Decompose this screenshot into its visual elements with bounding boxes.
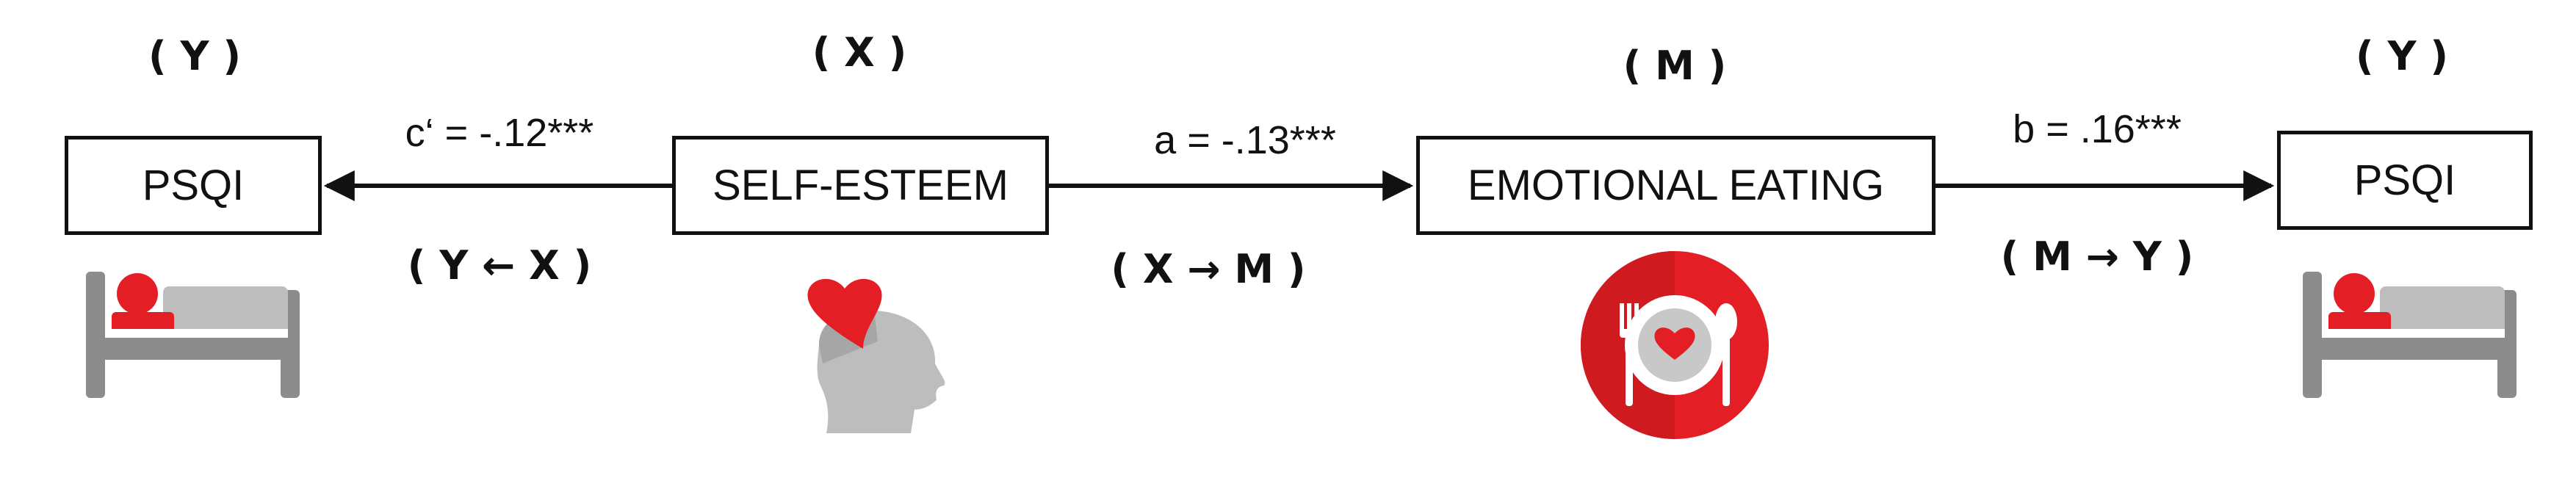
coefficient-c-prime: c‘ = -.12*** xyxy=(405,111,594,155)
node-label: PSQI xyxy=(2353,156,2456,204)
path-direction-b: ( M → Y ) xyxy=(2000,233,2194,280)
plate-heart-icon xyxy=(1581,251,1769,439)
path-direction-c-prime: ( Y ← X ) xyxy=(407,242,592,289)
bed-icon xyxy=(2303,272,2517,398)
node-emotional-eating: EMOTIONAL EATING xyxy=(1416,136,1935,235)
node-label: PSQI xyxy=(142,162,245,209)
role-label-self-esteem: ( X ) xyxy=(812,29,907,76)
node-psqi-right: PSQI xyxy=(2277,131,2533,230)
head-heart-icon xyxy=(807,278,945,433)
path-direction-a: ( X → M ) xyxy=(1111,246,1306,292)
role-label-emotional-eating: ( M ) xyxy=(1623,43,1727,89)
bed-icon xyxy=(86,272,300,398)
node-psqi-left: PSQI xyxy=(65,136,322,235)
coefficient-a: a = -.13*** xyxy=(1154,118,1336,162)
coefficient-b: b = .16*** xyxy=(2013,107,2182,151)
node-self-esteem: SELF-ESTEEM xyxy=(672,136,1049,235)
role-label-psqi-right: ( Y ) xyxy=(2355,33,2449,79)
role-label-psqi-left: ( Y ) xyxy=(148,33,242,79)
node-label: EMOTIONAL EATING xyxy=(1467,162,1885,209)
node-label: SELF-ESTEEM xyxy=(712,162,1009,209)
